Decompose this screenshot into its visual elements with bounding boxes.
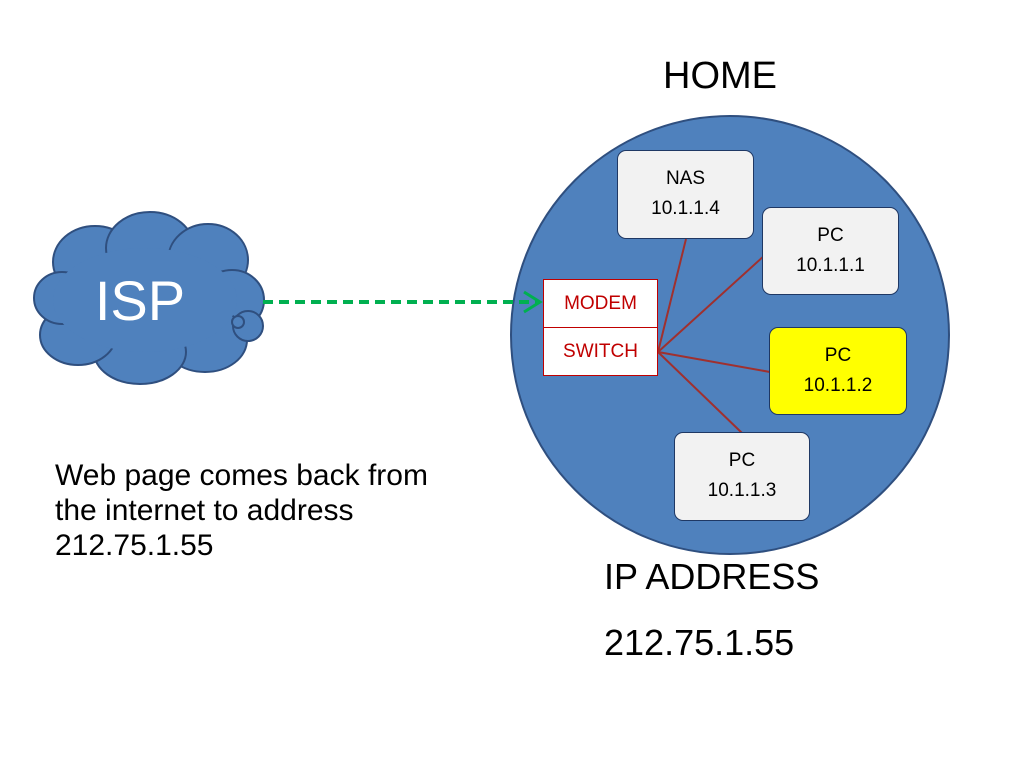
device-nas: NAS 10.1.1.4 xyxy=(617,150,754,239)
device-ip: 10.1.1.2 xyxy=(803,375,873,396)
modem-label: MODEM xyxy=(544,280,657,328)
link-pc3 xyxy=(657,351,743,434)
link-nas xyxy=(657,238,687,353)
device-name: PC xyxy=(824,345,852,366)
modem-switch-box: MODEM SWITCH xyxy=(543,279,658,376)
device-name: PC xyxy=(817,225,844,246)
device-pc-3: PC 10.1.1.3 xyxy=(674,432,810,521)
switch-label: SWITCH xyxy=(563,341,638,362)
home-title: HOME xyxy=(663,55,777,97)
ip-address-value: 212.75.1.55 xyxy=(604,622,795,663)
device-ip: 10.1.1.3 xyxy=(707,480,777,501)
description-text: Web page comes back from the internet to… xyxy=(55,459,428,563)
ip-address-label: IP ADDRESS xyxy=(604,556,820,597)
device-pc-1: PC 10.1.1.1 xyxy=(762,207,899,295)
link-pc2 xyxy=(657,351,771,373)
device-name: NAS xyxy=(665,168,706,189)
network-links xyxy=(657,238,771,434)
link-pc1 xyxy=(657,254,766,353)
device-ip: 10.1.1.4 xyxy=(651,198,720,219)
device-name: PC xyxy=(728,450,756,471)
incoming-arrow-head xyxy=(523,290,543,314)
device-ip: 10.1.1.1 xyxy=(796,255,865,276)
isp-label: ISP xyxy=(94,269,186,332)
device-pc-2-highlighted: PC 10.1.1.2 xyxy=(769,327,907,415)
